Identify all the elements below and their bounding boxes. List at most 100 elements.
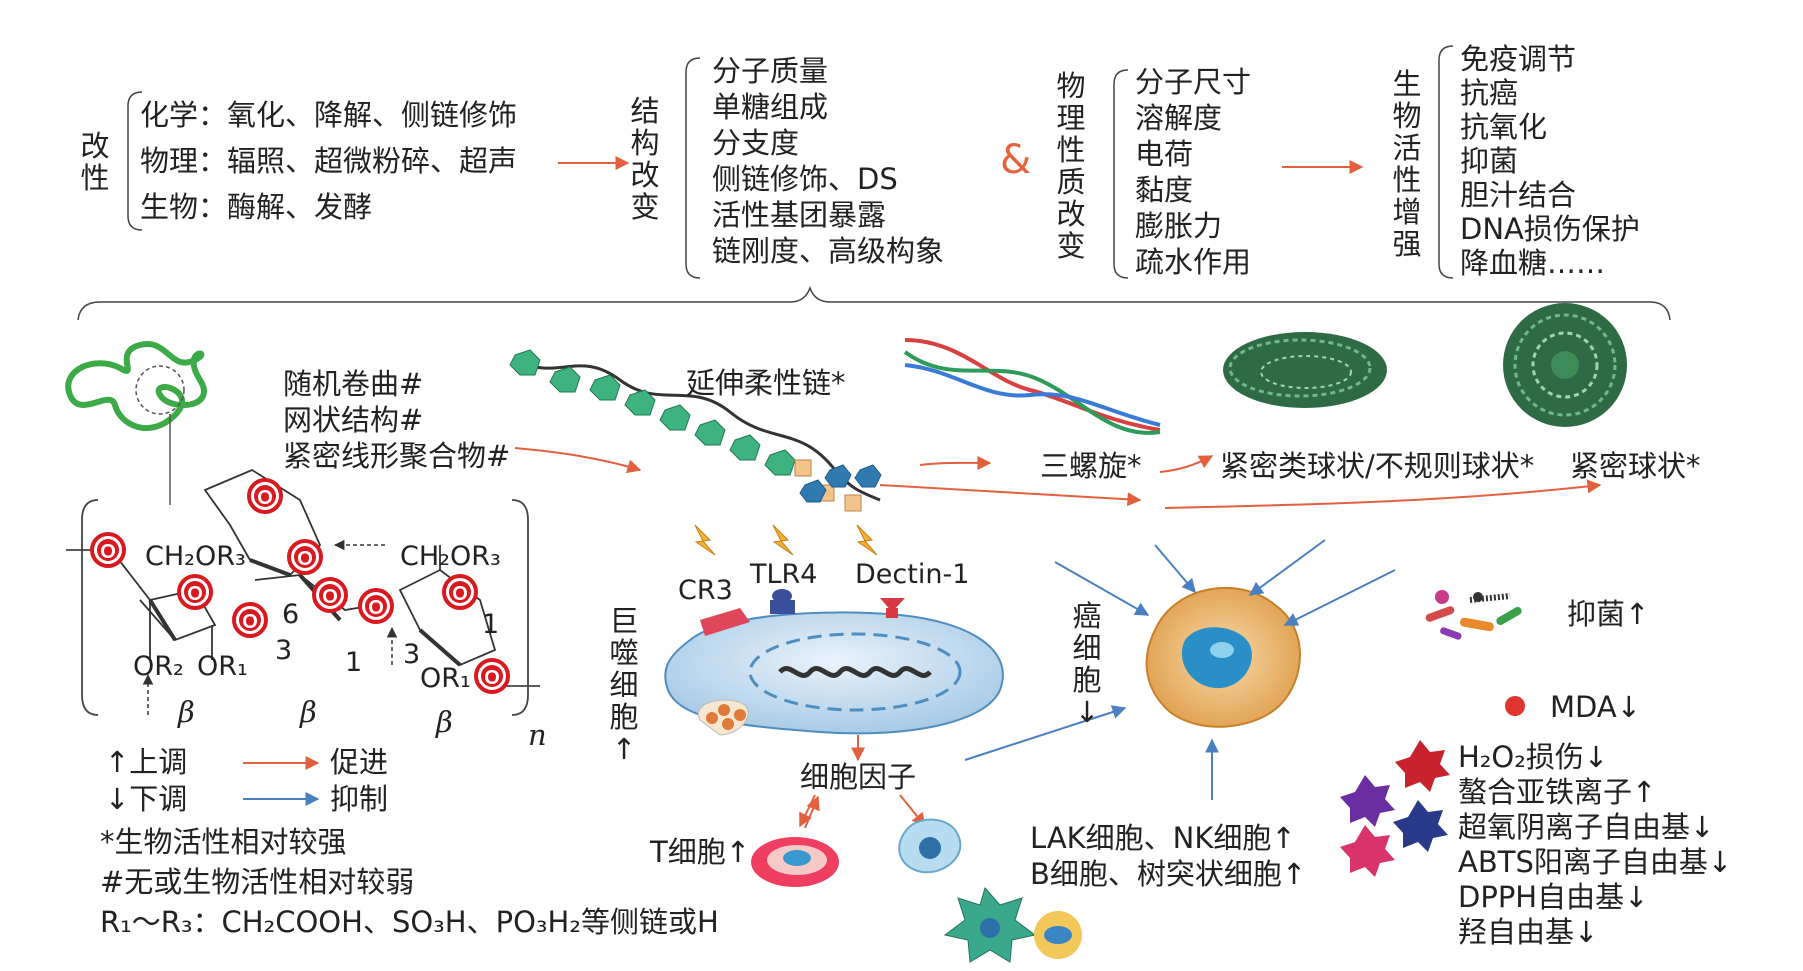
- svg-text:O: O: [484, 667, 500, 689]
- position-1-right: 1: [482, 609, 500, 640]
- conformation-compact-sphere: 紧密球状*: [1570, 449, 1701, 483]
- legend-up: ↑上调: [105, 745, 188, 779]
- macrophage-label: 巨噬细胞↑: [609, 604, 639, 766]
- oxygen-o10: O: [474, 658, 510, 694]
- modification-methods: 化学：氧化、降解、侧链修饰 物理：辐照、超微粉碎、超声 生物：酶解、发酵: [140, 92, 517, 230]
- extended-chain: [509, 349, 882, 512]
- legend-promote: 促进: [330, 745, 389, 779]
- arrow-extended-to-irregular: [879, 484, 1142, 507]
- method-physical: 物理：辐照、超微粉碎、超声: [140, 144, 518, 178]
- method-chemical: 化学：氧化、降解、侧链修饰: [140, 98, 518, 132]
- conformation-network: 网状结构#: [283, 403, 424, 437]
- receptor-dectin1: Dectin-1: [855, 559, 970, 590]
- physical-change-label: 物理性质改变: [1056, 69, 1086, 263]
- ring-oxygen-markers: O O O O O O O O O: [90, 478, 510, 694]
- arrow-to-sphere: [1164, 479, 1602, 509]
- radical-stars: [1340, 740, 1450, 877]
- top-brackets: [77, 45, 1671, 321]
- conformation-extended-chain: 延伸柔性链*: [686, 366, 846, 400]
- svg-text:O: O: [187, 583, 203, 605]
- lightning-bolts: [694, 524, 878, 556]
- physical-item: 溶解度: [1135, 101, 1223, 135]
- bio-item: 降血糖……: [1460, 246, 1606, 280]
- arrow-weak-to-extended: [514, 447, 642, 474]
- triple-helix: [903, 338, 1161, 435]
- physical-item: 疏水作用: [1135, 245, 1252, 279]
- svg-text:O: O: [242, 611, 258, 633]
- inhibition-arrows: [1054, 539, 1396, 800]
- structural-change-label: 结构改变: [630, 94, 660, 224]
- compact-irregular-globule: [1223, 332, 1387, 408]
- mda-label: MDA↓: [1550, 690, 1641, 724]
- position-3-right: 3: [403, 639, 421, 670]
- bioactivity-list: 免疫调节 抗癌 抗氧化 抑菌 胆汁结合 DNA损伤保护 降血糖……: [1460, 42, 1640, 280]
- bio-item: 抑菌: [1460, 144, 1519, 178]
- arrow-extended-to-helix: [919, 455, 992, 470]
- random-coil-shape: [65, 341, 207, 432]
- t-cell: [751, 837, 839, 887]
- or1-label-right: OR₁: [420, 663, 471, 694]
- physical-change-list: 分子尺寸 溶解度 电荷 黏度 膨胀力 疏水作用: [1135, 64, 1251, 280]
- repeat-n: n: [528, 718, 547, 752]
- structure-item: 活性基团暴露: [712, 198, 887, 232]
- or1-label-left: OR₁: [197, 651, 248, 682]
- antibacterial-label: 抑菌↑: [1567, 597, 1650, 631]
- bio-item: 胆汁结合: [1460, 178, 1577, 212]
- bio-item: DNA损伤保护: [1460, 212, 1640, 246]
- t-cell-label: T细胞↑: [650, 835, 751, 869]
- antioxidant-ferrous: 螯合亚铁离子↑: [1458, 775, 1657, 809]
- structure-item: 分支度: [712, 126, 800, 160]
- oxygen-o9: O: [442, 574, 478, 610]
- antioxidant-list: H₂O₂损伤↓ 螯合亚铁离子↑ 超氧阴离子自由基↓ ABTS阳离子自由基↓ DP…: [1458, 740, 1732, 950]
- legend-inhibit: 抑制: [330, 782, 389, 816]
- receptor-tlr4: TLR4: [750, 559, 818, 590]
- conformation-triple-helix: 三螺旋*: [1040, 449, 1142, 483]
- antioxidant-hydroxyl: 羟自由基↓: [1458, 915, 1599, 949]
- mda-dot: [1505, 696, 1525, 716]
- oxygen-o1: O: [90, 532, 126, 568]
- physical-item: 黏度: [1135, 173, 1194, 207]
- svg-text:O: O: [322, 586, 338, 608]
- svg-text:O: O: [368, 597, 384, 619]
- macrophage-cell: [664, 611, 1004, 736]
- modification-label: 改性: [80, 129, 110, 195]
- oxygen-o5: O: [232, 602, 268, 638]
- weak-conformations: 随机卷曲# 网状结构# 紧密线形聚合物#: [283, 366, 510, 474]
- svg-text:O: O: [297, 548, 313, 570]
- lymphocyte-b-dendritic: B细胞、树突状细胞↑: [1030, 857, 1307, 891]
- ch2or3-right: CH₂OR₃: [400, 541, 501, 572]
- beta-2: β: [300, 695, 317, 729]
- coil-zoom-circle: [135, 365, 185, 415]
- lymphocytes-list: LAK细胞、NK细胞↑ B细胞、树突状细胞↑: [1030, 820, 1306, 892]
- physical-item: 电荷: [1135, 137, 1194, 171]
- antioxidant-h2o2: H₂O₂损伤↓: [1458, 740, 1609, 774]
- structural-change-list: 分子质量 单糖组成 分支度 侧链修饰、DS 活性基团暴露 链刚度、高级构象: [712, 53, 944, 269]
- beta-1: β: [178, 695, 195, 729]
- star-cell: [943, 886, 1037, 963]
- compact-sphere-globule: [1503, 303, 1627, 427]
- oxygen-o4: O: [177, 574, 213, 610]
- dendritic-cell: [898, 818, 962, 874]
- bio-item: 抗癌: [1460, 76, 1519, 110]
- method-biological: 生物：酶解、发酵: [140, 190, 373, 224]
- arrow-helix-to-irregular: [1159, 455, 1214, 473]
- structure-item: 侧链修饰、DS: [712, 162, 898, 196]
- lymphocyte-lak-nk: LAK细胞、NK细胞↑: [1030, 821, 1296, 855]
- ampersand: &: [1000, 137, 1032, 183]
- bio-item: 免疫调节: [1460, 42, 1577, 76]
- receptor-cr3: CR3: [678, 575, 733, 606]
- structure-item: 链刚度、高级构象: [712, 234, 945, 268]
- svg-text:O: O: [100, 541, 116, 563]
- cytokine-label: 细胞因子: [800, 760, 917, 794]
- structure-item: 分子质量: [712, 54, 829, 88]
- receptor-shapes: [700, 589, 905, 636]
- bacteria-cluster: [1425, 590, 1522, 640]
- position-6: 6: [282, 599, 300, 630]
- or2-label: OR₂: [133, 651, 184, 682]
- antioxidant-abts: ABTS阳离子自由基↓: [1458, 845, 1733, 879]
- svg-text:O: O: [257, 487, 273, 509]
- legend-strong: *生物活性相对较强: [100, 825, 347, 859]
- ch2or3-left: CH₂OR₃: [145, 541, 246, 572]
- physical-item: 膨胀力: [1135, 209, 1223, 243]
